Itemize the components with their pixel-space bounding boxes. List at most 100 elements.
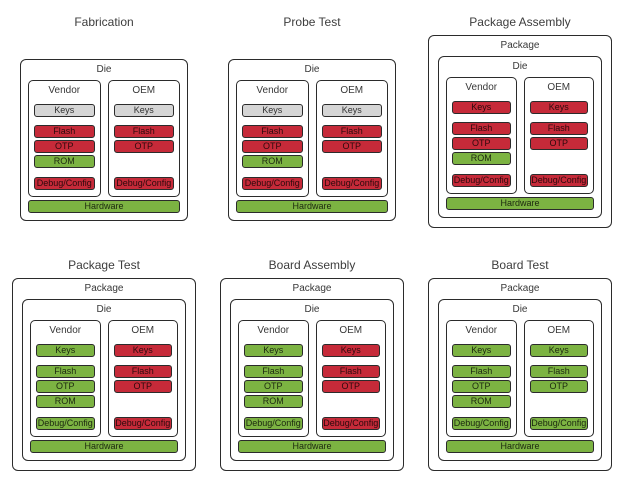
- column-label: Vendor: [465, 325, 498, 336]
- flash-box: Flash: [113, 365, 172, 378]
- keys-box: Keys: [452, 344, 511, 357]
- oem-column: OEM Keys Flash OTP Debug/Config: [107, 320, 178, 437]
- debug-config-box: Debug/Config: [113, 417, 172, 430]
- otp-box: OTP: [321, 380, 380, 393]
- die-box: Die Vendor Keys Flash OTP ROM Debug/Conf…: [438, 299, 602, 461]
- column-label: Vendor: [257, 325, 290, 336]
- stage-panel-package-test: Package Test Package Die Vendor Keys Fla…: [0, 243, 208, 485]
- debug-config-box: Debug/Config: [244, 417, 303, 430]
- memory-group: Flash OTP ROM: [34, 125, 95, 168]
- memory-group: Flash OTP: [321, 365, 380, 408]
- vendor-column: Vendor Keys Flash OTP ROM Debug/Config: [446, 77, 517, 194]
- otp-box: OTP: [452, 380, 511, 393]
- hardware-bar: Hardware: [238, 440, 386, 453]
- die-label: Die: [512, 304, 528, 315]
- rom-box: ROM: [34, 155, 95, 168]
- hardware-bar: Hardware: [28, 200, 180, 213]
- oem-column: OEM Keys Flash OTP Debug/Config: [523, 77, 594, 194]
- die-label: Die: [304, 64, 320, 75]
- die-label: Die: [304, 304, 320, 315]
- debug-config-box: Debug/Config: [529, 417, 588, 430]
- debug-config-box: Debug/Config: [452, 174, 511, 187]
- stage-title: Fabrication: [74, 15, 134, 29]
- oem-column: OEM Keys Flash OTP Debug/Config: [523, 320, 594, 437]
- column-label: OEM: [131, 325, 155, 336]
- column-label: OEM: [339, 325, 363, 336]
- oem-column: OEM Keys Flash OTP Debug/Config: [315, 80, 388, 197]
- memory-group: Flash OTP: [321, 125, 382, 168]
- debug-config-box: Debug/Config: [242, 177, 303, 190]
- keys-box: Keys: [36, 344, 95, 357]
- memory-group: Flash OTP: [113, 125, 174, 168]
- die-box: Die Vendor Keys Flash OTP ROM Debug/Conf…: [228, 59, 396, 221]
- hardware-bar: Hardware: [236, 200, 388, 213]
- vendor-column: Vendor Keys Flash OTP ROM Debug/Config: [238, 320, 309, 437]
- die-box: Die Vendor Keys Flash OTP ROM Debug/Conf…: [22, 299, 186, 461]
- memory-group: Flash OTP ROM: [452, 365, 511, 408]
- oem-column: OEM Keys Flash OTP Debug/Config: [107, 80, 180, 197]
- keys-box: Keys: [452, 101, 511, 114]
- keys-box: Keys: [113, 344, 172, 357]
- otp-box: OTP: [529, 380, 588, 393]
- otp-box: OTP: [113, 380, 172, 393]
- otp-box: OTP: [244, 380, 303, 393]
- keys-box: Keys: [529, 101, 588, 114]
- package-box: Package Die Vendor Keys Flash OTP ROM De…: [220, 278, 404, 471]
- flash-box: Flash: [452, 365, 511, 378]
- hardware-bar: Hardware: [30, 440, 178, 453]
- flash-box: Flash: [113, 125, 174, 138]
- die-label: Die: [96, 304, 112, 315]
- otp-box: OTP: [321, 140, 382, 153]
- package-label: Package: [500, 40, 540, 51]
- die-label: Die: [96, 64, 112, 75]
- stage-title: Package Assembly: [469, 15, 571, 29]
- memory-group: Flash OTP: [529, 365, 588, 408]
- oem-column: OEM Keys Flash OTP Debug/Config: [315, 320, 386, 437]
- column-label: OEM: [547, 325, 571, 336]
- otp-box: OTP: [36, 380, 95, 393]
- keys-box: Keys: [529, 344, 588, 357]
- flash-box: Flash: [529, 122, 588, 135]
- column-label: OEM: [340, 85, 364, 96]
- debug-config-box: Debug/Config: [321, 177, 382, 190]
- column-label: OEM: [132, 85, 156, 96]
- rom-box: ROM: [36, 395, 95, 408]
- otp-box: OTP: [34, 140, 95, 153]
- keys-box: Keys: [34, 104, 95, 117]
- stage-panel-probe-test: Probe Test Die Vendor Keys Flash OTP ROM…: [208, 0, 416, 243]
- debug-config-box: Debug/Config: [34, 177, 95, 190]
- package-label: Package: [292, 283, 332, 294]
- debug-config-box: Debug/Config: [321, 417, 380, 430]
- memory-group: Flash OTP: [529, 122, 588, 165]
- otp-box: OTP: [529, 137, 588, 150]
- keys-box: Keys: [321, 104, 382, 117]
- vendor-column: Vendor Keys Flash OTP ROM Debug/Config: [446, 320, 517, 437]
- otp-box: OTP: [452, 137, 511, 150]
- column-label: Vendor: [48, 85, 81, 96]
- package-label: Package: [500, 283, 540, 294]
- flash-box: Flash: [321, 125, 382, 138]
- package-box: Package Die Vendor Keys Flash OTP ROM De…: [428, 278, 612, 471]
- stage-title: Board Assembly: [268, 258, 356, 272]
- flash-box: Flash: [529, 365, 588, 378]
- memory-group: Flash OTP ROM: [242, 125, 303, 168]
- package-box: Package Die Vendor Keys Flash OTP ROM De…: [428, 35, 612, 228]
- column-label: Vendor: [256, 85, 289, 96]
- vendor-column: Vendor Keys Flash OTP ROM Debug/Config: [236, 80, 309, 197]
- flash-box: Flash: [452, 122, 511, 135]
- keys-box: Keys: [113, 104, 174, 117]
- stage-panel-package-assembly: Package Assembly Package Die Vendor Keys…: [416, 0, 624, 243]
- keys-box: Keys: [321, 344, 380, 357]
- debug-config-box: Debug/Config: [36, 417, 95, 430]
- rom-box: ROM: [244, 395, 303, 408]
- die-label: Die: [512, 61, 528, 72]
- hardware-bar: Hardware: [446, 440, 594, 453]
- debug-config-box: Debug/Config: [113, 177, 174, 190]
- debug-config-box: Debug/Config: [452, 417, 511, 430]
- flash-box: Flash: [244, 365, 303, 378]
- keys-box: Keys: [242, 104, 303, 117]
- column-label: Vendor: [465, 82, 498, 93]
- flash-box: Flash: [36, 365, 95, 378]
- stage-panel-board-test: Board Test Package Die Vendor Keys Flash…: [416, 243, 624, 485]
